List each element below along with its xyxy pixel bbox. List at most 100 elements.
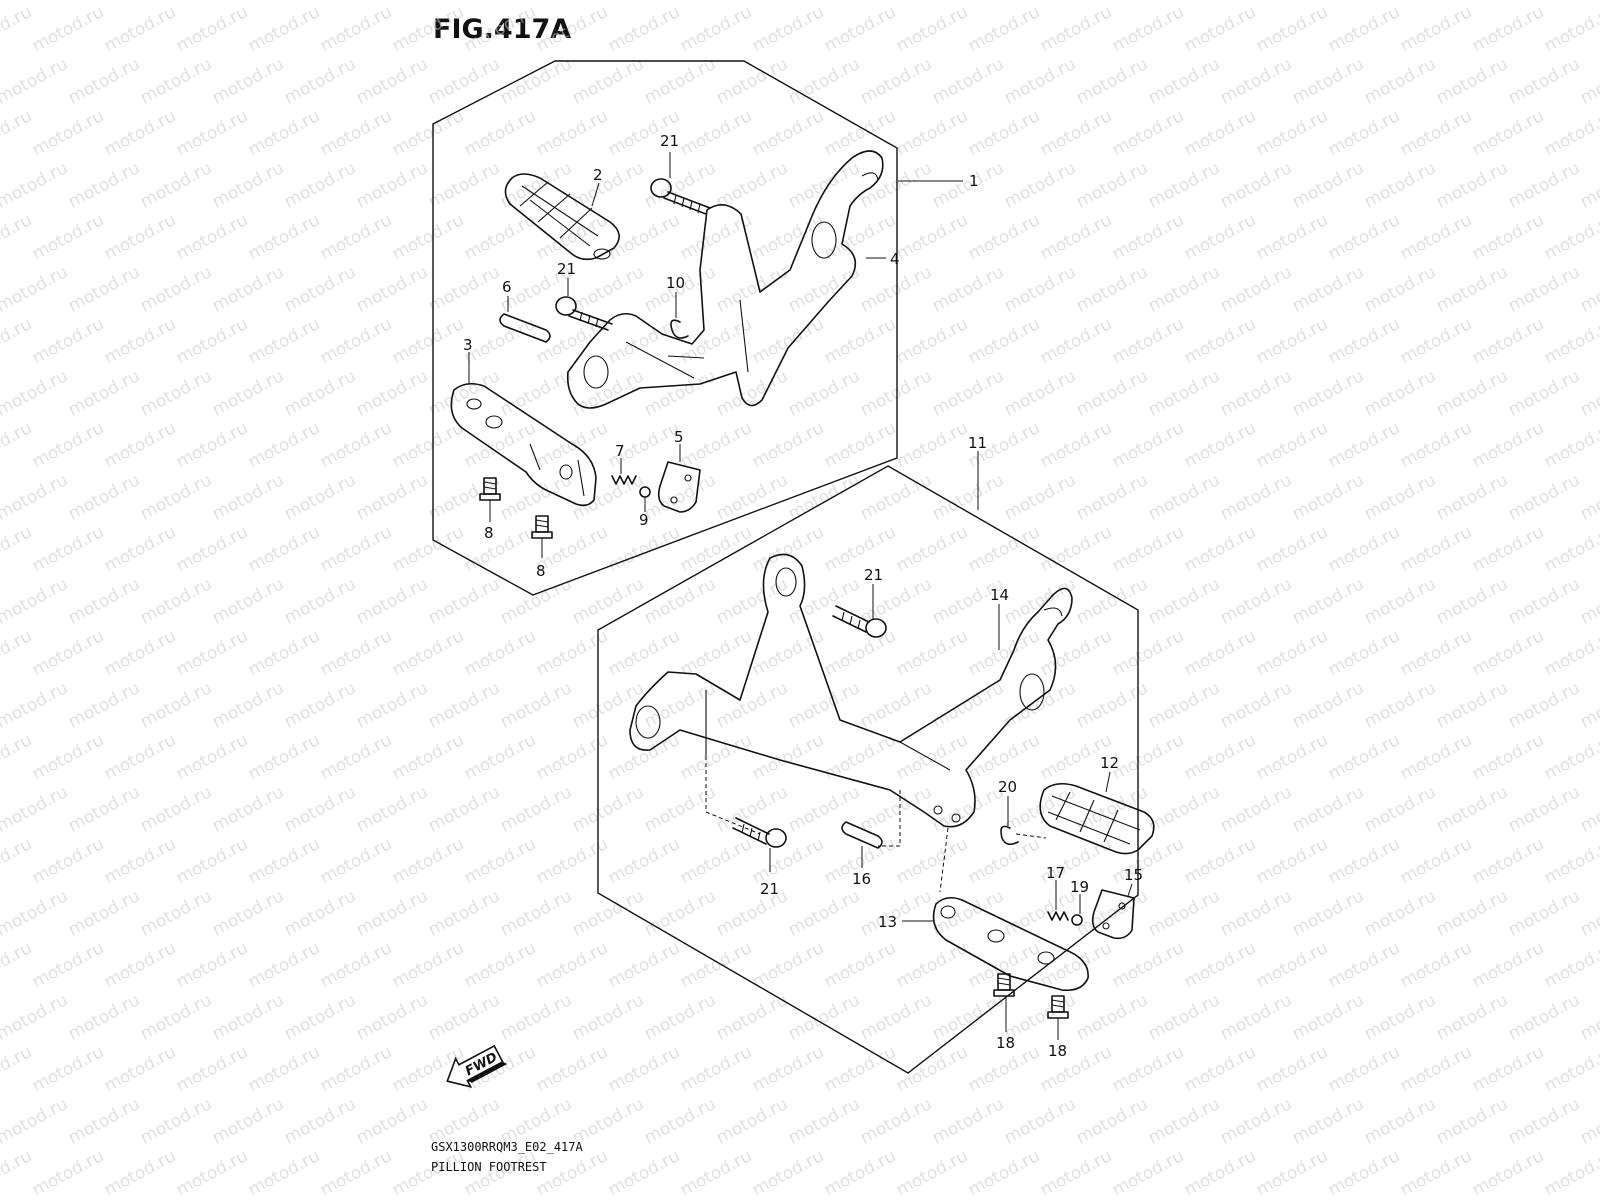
watermark-text: motod.ru: [281, 262, 359, 316]
watermark-text: motod.ru: [1397, 314, 1475, 368]
watermark-text: motod.ru: [1433, 782, 1511, 836]
watermark-text: motod.ru: [425, 678, 503, 732]
pin-16: [841, 821, 883, 849]
watermark-text: motod.ru: [1109, 314, 1187, 368]
watermark-text: motod.ru: [677, 1146, 755, 1200]
screw-18b: [1047, 995, 1069, 1019]
watermark-text: motod.ru: [677, 210, 755, 264]
watermark-text: motod.ru: [1181, 626, 1259, 680]
watermark-text: motod.ru: [65, 0, 143, 4]
watermark-text: motod.ru: [281, 678, 359, 732]
watermark-text: motod.ru: [533, 2, 611, 56]
watermark-text: motod.ru: [317, 730, 395, 784]
watermark-text: motod.ru: [1253, 2, 1331, 56]
watermark-text: motod.ru: [389, 106, 467, 160]
watermark-text: motod.ru: [605, 2, 683, 56]
watermark-text: motod.ru: [1361, 470, 1439, 524]
ball-9: [639, 486, 651, 498]
watermark-text: motod.ru: [0, 938, 35, 992]
watermark-text: motod.ru: [389, 834, 467, 888]
callout-9: 9: [639, 511, 649, 529]
watermark-text: motod.ru: [1109, 1146, 1187, 1200]
watermark-text: motod.ru: [1469, 1146, 1547, 1200]
watermark-text: motod.ru: [605, 210, 683, 264]
watermark-text: motod.ru: [281, 0, 359, 4]
diagram-name: PILLION FOOTREST: [431, 1160, 547, 1174]
watermark-text: motod.ru: [0, 522, 35, 576]
watermark-text: motod.ru: [641, 54, 719, 108]
watermark-text: motod.ru: [65, 574, 143, 628]
watermark-text: motod.ru: [821, 210, 899, 264]
watermark-text: motod.ru: [1145, 1094, 1223, 1148]
watermark-text: motod.ru: [605, 522, 683, 576]
watermark-text: motod.ru: [281, 574, 359, 628]
watermark-text: motod.ru: [317, 418, 395, 472]
watermark-text: motod.ru: [1433, 54, 1511, 108]
watermark-text: motod.ru: [1469, 938, 1547, 992]
screw-8b: [531, 515, 553, 539]
watermark-text: motod.ru: [1397, 730, 1475, 784]
watermark-text: motod.ru: [929, 54, 1007, 108]
watermark-text: motod.ru: [1073, 158, 1151, 212]
watermark-text: motod.ru: [749, 938, 827, 992]
callout-3: 3: [463, 336, 473, 354]
watermark-text: motod.ru: [209, 678, 287, 732]
watermark-text: motod.ru: [1181, 834, 1259, 888]
watermark-text: motod.ru: [605, 730, 683, 784]
watermark-text: motod.ru: [785, 990, 863, 1044]
watermark-text: motod.ru: [353, 0, 431, 4]
watermark-text: motod.ru: [1289, 782, 1367, 836]
watermark-text: motod.ru: [1217, 886, 1295, 940]
callout-6: 6: [502, 278, 512, 296]
watermark-text: motod.ru: [1325, 106, 1403, 160]
watermark-text: motod.ru: [533, 834, 611, 888]
watermark-text: motod.ru: [569, 574, 647, 628]
watermark-text: motod.ru: [1289, 886, 1367, 940]
watermark-text: motod.ru: [29, 1042, 107, 1096]
watermark-text: motod.ru: [101, 730, 179, 784]
watermark-text: motod.ru: [569, 262, 647, 316]
watermark-text: motod.ru: [1361, 54, 1439, 108]
watermark-text: motod.ru: [1181, 938, 1259, 992]
watermark-text: motod.ru: [533, 1042, 611, 1096]
watermark-text: motod.ru: [1001, 574, 1079, 628]
watermark-text: motod.ru: [425, 886, 503, 940]
watermark-text: motod.ru: [965, 2, 1043, 56]
watermark-text: motod.ru: [713, 574, 791, 628]
watermark-text: motod.ru: [1037, 314, 1115, 368]
watermark-text: motod.ru: [65, 470, 143, 524]
watermark-text: motod.ru: [1397, 418, 1475, 472]
watermark-text: motod.ru: [173, 1042, 251, 1096]
watermark-text: motod.ru: [1469, 626, 1547, 680]
watermark-text: motod.ru: [1217, 0, 1295, 4]
watermark-text: motod.ru: [497, 366, 575, 420]
callout-7: 7: [615, 442, 625, 460]
watermark-text: motod.ru: [317, 1146, 395, 1200]
watermark-text: motod.ru: [1577, 1094, 1600, 1148]
e-clip-10: [670, 319, 689, 339]
watermark-text: motod.ru: [173, 210, 251, 264]
footpeg-bracket-3: [450, 382, 597, 507]
watermark-text: motod.ru: [1577, 678, 1600, 732]
watermark-text: motod.ru: [929, 0, 1007, 4]
callout-18a: 18: [996, 1034, 1015, 1052]
watermark-text: motod.ru: [65, 1094, 143, 1148]
watermark-text: motod.ru: [0, 0, 71, 4]
bolt-21-upper-a: [650, 178, 711, 215]
watermark-text: motod.ru: [1577, 886, 1600, 940]
watermark-text: motod.ru: [137, 262, 215, 316]
callout-4: 4: [890, 250, 900, 268]
footrest-bracket-right: [629, 553, 1073, 828]
watermark-text: motod.ru: [1541, 2, 1600, 56]
watermark-text: motod.ru: [281, 886, 359, 940]
bolt-21-lower-b: [732, 817, 787, 848]
watermark-text: motod.ru: [173, 1146, 251, 1200]
watermark-text: motod.ru: [0, 210, 35, 264]
watermark-text: motod.ru: [1001, 1094, 1079, 1148]
watermark-text: motod.ru: [1469, 2, 1547, 56]
watermark-text: motod.ru: [1181, 106, 1259, 160]
callout-19: 19: [1070, 878, 1089, 896]
watermark-text: motod.ru: [821, 1042, 899, 1096]
watermark-text: motod.ru: [713, 262, 791, 316]
e-clip-20: [1000, 825, 1019, 846]
